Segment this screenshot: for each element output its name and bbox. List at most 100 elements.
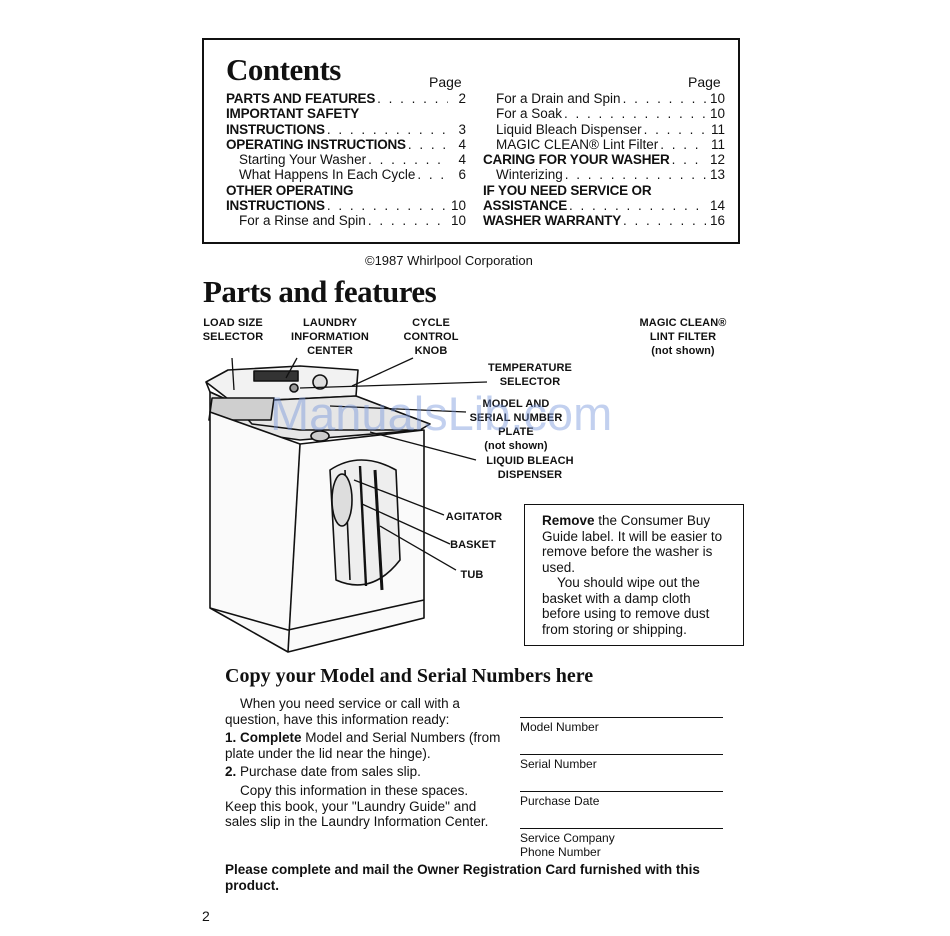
copyright: ©1987 Whirlpool Corporation [365,253,533,268]
copy-numbers-instructions: When you need service or call with a que… [225,696,502,833]
toc-entry-title: OTHER OPERATING [226,182,354,198]
toc-entry-title: CARING FOR YOUR WASHER [483,152,670,168]
toc-entry-title: INSTRUCTIONS [226,121,325,137]
toc-entry: For a Drain and Spin. . . . . . . . . . … [483,91,725,106]
toc-entry: Starting Your Washer. . . . . . . . . . … [226,152,466,167]
toc-entry-page: 12 [709,152,725,168]
toc-entry-page: 11 [710,121,725,137]
toc-entry-page: 14 [709,198,725,214]
temperature-selector-knob [289,383,299,393]
toc-entry-title: Liquid Bleach Dispenser [496,121,642,137]
toc-leader-dots: . . . . . . . . . . . . . . . . . . . . … [564,106,707,122]
toc-entry-page: 4 [458,136,466,152]
toc-entry: MAGIC CLEAN® Lint Filter. . . . . . . . … [483,137,725,152]
watermark: ManualsLib.com [270,387,613,440]
toc-leader-dots: . . . . . . . . . . . . . . . . . . . . … [326,198,448,214]
purchase-date-field[interactable]: Purchase Date [520,791,723,808]
toc-leader-dots: . . . . . . . . . . . . . . . . . . . . … [643,121,707,137]
serial-number-field[interactable]: Serial Number [520,754,723,771]
contents-box: Contents Page Page PARTS AND FEATURES. .… [202,38,740,244]
toc-leader-dots: . . . . . . . . . . . . . . . . . . . . … [660,136,707,152]
toc-entry: What Happens In Each Cycle. . . . . . . … [226,167,466,182]
copy-intro: When you need service or call with a que… [225,696,460,727]
toc-entry: IMPORTANT SAFETY [226,106,466,121]
toc-entry-title: For a Rinse and Spin [239,213,366,229]
toc-entry: For a Rinse and Spin. . . . . . . . . . … [226,213,466,228]
copy-numbers-title: Copy your Model and Serial Numbers here [225,665,594,687]
toc-leader-dots: . . . . . . . . . . . . . . . . . . . . … [569,198,707,214]
magic-clean-text: MAGIC CLEAN® LINT FILTER [639,317,727,343]
note-text-1: the Consumer Buy Guide label. It will be… [542,513,723,575]
label-model-serial-plate: MODEL AND SERIAL NUMBER PLATE (not shown… [466,397,566,453]
toc-entry-page: 10 [709,91,725,106]
toc-entry: OTHER OPERATING [226,183,466,198]
toc-right-column: For a Drain and Spin. . . . . . . . . . … [483,91,725,229]
toc-leader-dots: . . . . . . . . . . . . . . . . . . . . … [671,152,707,168]
bleach-dispenser [310,430,330,442]
toc-entry: For a Soak. . . . . . . . . . . . . . . … [483,106,725,121]
toc-entry-title: Starting Your Washer [239,152,367,168]
note-paragraph-1: Remove the Consumer Buy Guide label. It … [542,513,727,575]
toc-entry-page: 4 [458,152,466,168]
toc-entry-title: WASHER WARRANTY [483,213,621,229]
page-number: 2 [202,908,210,924]
toc-leader-dots: . . . . . . . . . . . . . . . . . . . . … [407,136,448,152]
label-load-size-selector: LOAD SIZE SELECTOR [202,317,264,343]
toc-entry-title: For a Drain and Spin [496,91,621,106]
page-column-label-right: Page [688,74,721,90]
toc-leader-dots: . . . . . . . . . . . . . . . . . . . . … [326,121,448,137]
label-temperature-selector: TEMPERATURE SELECTOR [487,362,572,388]
toc-entry: PARTS AND FEATURES. . . . . . . . . . . … [226,91,466,106]
parts-title: Parts and features [203,274,437,309]
toc-entry-page: 10 [450,213,466,229]
toc-entry: Winterizing. . . . . . . . . . . . . . .… [483,167,725,182]
contents-title: Contents [226,52,341,87]
toc-entry-page: 16 [709,213,725,229]
copy-outro: Copy this information in these spaces. K… [225,782,489,830]
toc-entry-page: 2 [458,91,466,106]
model-plate-text: MODEL AND SERIAL NUMBER PLATE [469,398,563,438]
label-liquid-bleach-dispenser: LIQUID BLEACH DISPENSER [486,455,574,481]
label-tub: TUB [460,569,484,581]
cycle-control-knob [312,374,328,390]
toc-entry: IF YOU NEED SERVICE OR [483,183,725,198]
toc-entry-page: 13 [709,167,725,183]
label-magic-clean-lint-filter: MAGIC CLEAN® LINT FILTER (not shown) [628,316,738,358]
note-bold: Remove [542,513,595,528]
toc-entry-page: 10 [450,198,466,214]
registration-note: Please complete and mail the Owner Regis… [225,862,700,893]
toc-entry: INSTRUCTIONS. . . . . . . . . . . . . . … [226,198,466,213]
toc-entry: Liquid Bleach Dispenser. . . . . . . . .… [483,122,725,137]
toc-entry: WASHER WARRANTY. . . . . . . . . . . . .… [483,213,725,228]
toc-entry-title: What Happens In Each Cycle [239,167,416,183]
toc-entry-page: 6 [458,167,466,183]
toc-entry-title: OPERATING INSTRUCTIONS [226,136,406,152]
toc-entry: CARING FOR YOUR WASHER. . . . . . . . . … [483,152,725,167]
toc-entry-title: INSTRUCTIONS [226,198,325,214]
toc-entry-title: MAGIC CLEAN® Lint Filter [496,136,659,152]
toc-leader-dots: . . . . . . . . . . . . . . . . . . . . … [368,152,448,168]
service-company-field[interactable]: Service Company Phone Number [520,828,723,859]
toc-entry: OPERATING INSTRUCTIONS. . . . . . . . . … [226,137,466,152]
toc-entry: ASSISTANCE. . . . . . . . . . . . . . . … [483,198,725,213]
toc-entry-title: ASSISTANCE [483,198,568,214]
toc-leader-dots: . . . . . . . . . . . . . . . . . . . . … [622,91,707,106]
model-number-field[interactable]: Model Number [520,717,723,734]
label-laundry-information-center: LAUNDRY INFORMATION CENTER [291,317,369,357]
toc-entry-page: 10 [709,106,725,122]
model-plate-not-shown: (not shown) [484,440,548,452]
toc-entry: INSTRUCTIONS. . . . . . . . . . . . . . … [226,122,466,137]
page-column-label-left: Page [429,74,462,90]
magic-clean-not-shown: (not shown) [651,345,715,357]
toc-leader-dots: . . . . . . . . . . . . . . . . . . . . … [623,213,707,229]
toc-leader-dots: . . . . . . . . . . . . . . . . . . . . … [377,91,448,106]
copy-step-1: 1. Complete Model and Serial Numbers (fr… [225,730,501,761]
toc-leader-dots: . . . . . . . . . . . . . . . . . . . . … [564,167,707,183]
toc-entry-page: 3 [458,121,466,137]
toc-entry-title: Winterizing [496,167,563,183]
consumer-buy-guide-note: Remove the Consumer Buy Guide label. It … [524,504,744,646]
label-agitator: AGITATOR [445,511,503,523]
toc-entry-title: PARTS AND FEATURES [226,91,376,106]
copy-step-2: 2. Purchase date from sales slip. [225,764,421,780]
